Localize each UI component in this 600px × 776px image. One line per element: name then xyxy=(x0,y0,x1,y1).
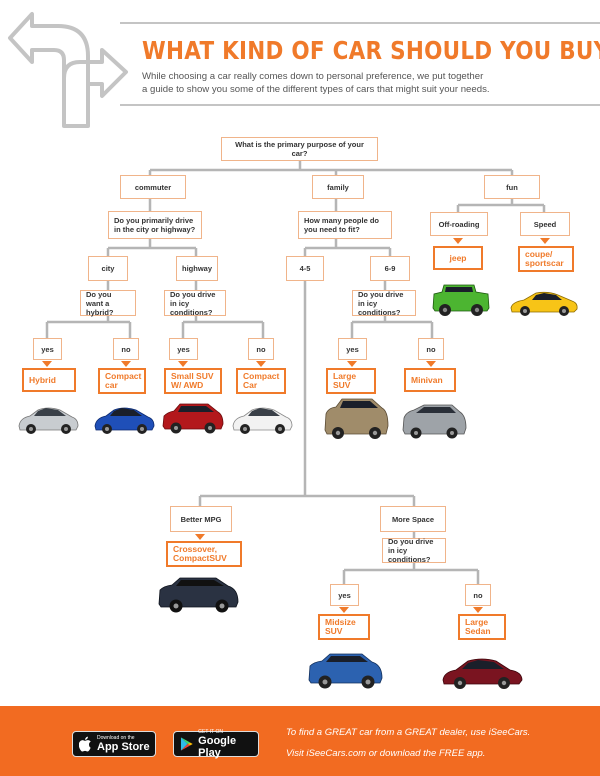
icy-question-box-1: Do you drive in icy conditions? xyxy=(164,290,226,317)
minivan-result-box: Minivan xyxy=(404,368,456,392)
google-play-big-label: Google Play xyxy=(198,735,237,759)
family-box: family xyxy=(312,175,364,199)
city-box: city xyxy=(88,256,128,281)
car-blue-midsize-suv-icon xyxy=(308,653,383,689)
no-box-3: no xyxy=(418,338,444,360)
car-tan-large-suv-icon xyxy=(324,398,389,439)
google-play-small-label: GET IT ON xyxy=(198,729,223,735)
midsize-suv-result-box: Midsize SUV xyxy=(318,614,370,640)
header-rule xyxy=(120,22,600,24)
fun-box: fun xyxy=(484,175,540,199)
commuter-question-box: Do you primarily drive in the city or hi… xyxy=(108,211,202,239)
hybrid-question-box: Do you want a hybrid? xyxy=(80,290,136,317)
arrow-down-icon xyxy=(540,238,550,244)
compact-car-result-box-1: Compact car xyxy=(98,368,146,394)
car-silver-minivan-icon xyxy=(402,404,467,439)
yes-box-4: yes xyxy=(330,584,359,606)
car-maroon-sedan-icon xyxy=(442,658,523,689)
icy-question-box-2: Do you drive in icy conditions? xyxy=(352,290,416,317)
highway-box: highway xyxy=(176,256,218,281)
six-nine-box: 6-9 xyxy=(370,256,410,281)
page-subtitle: While choosing a car really comes down t… xyxy=(142,70,592,96)
large-sedan-result-box: Large Sedan xyxy=(458,614,506,640)
no-box-1: no xyxy=(113,338,139,360)
arrows-logo-icon xyxy=(8,12,128,128)
car-blue-compact-icon xyxy=(94,407,155,434)
car-yellow-sportscar-icon xyxy=(510,291,578,316)
google-play-icon xyxy=(180,737,193,751)
arrow-down-icon xyxy=(339,607,349,613)
speed-box: Speed xyxy=(520,212,570,236)
root-question-box: What is the primary purpose of your car? xyxy=(221,137,378,161)
page-title: WHAT KIND OF CAR SHOULD YOU BUY? xyxy=(142,36,600,65)
compact-car-result-box-2: Compact Car xyxy=(236,368,286,394)
arrow-down-icon xyxy=(453,238,463,244)
jeep-result-box: jeep xyxy=(433,246,483,270)
arrow-down-icon xyxy=(473,607,483,613)
better-mpg-box: Better MPG xyxy=(170,506,232,532)
car-silver-hybrid-icon xyxy=(18,407,79,434)
car-green-jeep-icon xyxy=(432,284,490,316)
no-box-4: no xyxy=(465,584,491,606)
arrow-down-icon xyxy=(256,361,266,367)
yes-box-2: yes xyxy=(169,338,198,360)
arrow-down-icon xyxy=(121,361,131,367)
arrow-down-icon xyxy=(426,361,436,367)
yes-box-1: yes xyxy=(33,338,62,360)
four-five-box: 4-5 xyxy=(286,256,324,281)
subtitle-line-2: a guide to show you some of the differen… xyxy=(142,84,490,95)
header-rule-bottom xyxy=(120,104,600,106)
arrow-down-icon xyxy=(347,361,357,367)
app-store-small-label: Download on the xyxy=(97,735,135,741)
arrow-down-icon xyxy=(195,534,205,540)
arrow-down-icon xyxy=(178,361,188,367)
flowchart-connectors xyxy=(45,161,546,584)
yes-box-3: yes xyxy=(338,338,367,360)
footer-visit-text: Visit iSeeCars.com or download the FREE … xyxy=(286,748,486,759)
arrow-down-icon xyxy=(42,361,52,367)
small-suv-result-box: Small SUV W/ AWD xyxy=(164,368,222,394)
app-store-big-label: App Store xyxy=(97,741,150,753)
car-red-suv-icon xyxy=(162,403,224,434)
car-white-compact-icon xyxy=(232,407,293,434)
icy-question-box-3: Do you drive in icy conditions? xyxy=(382,537,446,564)
subtitle-line-1: While choosing a car really comes down t… xyxy=(142,71,484,82)
hybrid-result-box: Hybrid xyxy=(22,368,76,392)
no-box-2: no xyxy=(248,338,274,360)
coupe-result-box: coupe/ sportscar xyxy=(518,246,574,272)
apple-icon xyxy=(79,736,91,752)
family-question-box: How many people do you need to fit? xyxy=(298,211,392,239)
more-space-box: More Space xyxy=(380,506,446,532)
large-suv-result-box: Large SUV xyxy=(326,368,376,394)
car-dark-crossover-icon xyxy=(158,577,239,613)
offroading-box: Off-roading xyxy=(430,212,488,236)
crossover-result-box: Crossover, CompactSUV xyxy=(166,541,242,567)
footer-tagline: To find a GREAT car from a GREAT dealer,… xyxy=(286,727,531,738)
commuter-box: commuter xyxy=(120,175,186,199)
